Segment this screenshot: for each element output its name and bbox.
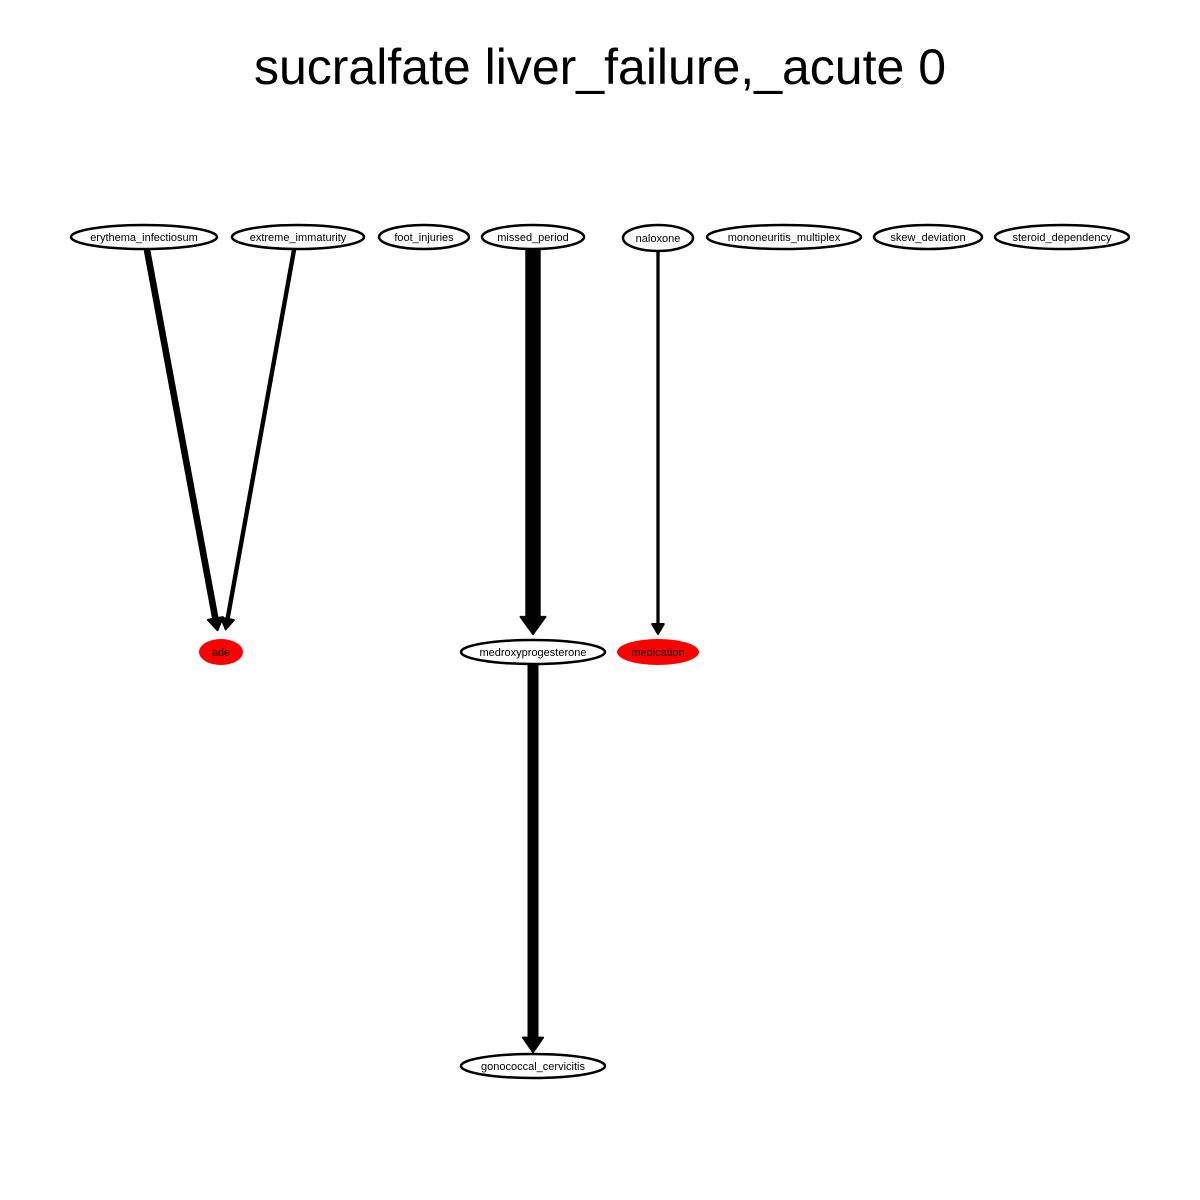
edge-naloxone-to-medication	[651, 250, 665, 635]
edge-medroxyprogesterone-to-gonococcal_cervicitis	[521, 659, 545, 1054]
node-erythema_infectiosum: erythema_infectiosum	[69, 223, 219, 251]
edge-extreme_immaturity-to-ade	[220, 247, 297, 631]
node-ellipse	[69, 223, 219, 251]
node-label: missed_period	[497, 232, 569, 244]
arrow-head-icon	[220, 616, 235, 631]
node-ellipse	[480, 223, 586, 251]
edge-line	[143, 246, 220, 626]
node-label: mononeuritis_multiplex	[728, 232, 841, 244]
node-label: erythema_infectiosum	[90, 232, 198, 244]
node-ellipse	[459, 638, 607, 666]
node-gonococcal_cervicitis: gonococcal_cervicitis	[459, 1052, 607, 1080]
edge-line	[224, 247, 297, 625]
node-medication: medication	[617, 639, 699, 665]
node-ellipse	[199, 639, 243, 665]
node-label: gonococcal_cervicitis	[481, 1061, 585, 1073]
node-ellipse	[621, 223, 695, 253]
node-ade: ade	[199, 639, 243, 665]
node-label: extreme_immaturity	[250, 232, 347, 244]
node-medroxyprogesterone: medroxyprogesterone	[459, 638, 607, 666]
node-skew_deviation: skew_deviation	[872, 223, 984, 251]
node-mononeuritis_multiplex: mononeuritis_multiplex	[705, 223, 863, 251]
node-ellipse	[705, 223, 863, 251]
node-label: medication	[631, 647, 684, 659]
node-label: ade	[212, 647, 230, 659]
edge-erythema_infectiosum-to-ade	[143, 246, 224, 632]
node-label: skew_deviation	[890, 232, 965, 244]
node-label: naloxone	[636, 233, 681, 245]
node-label: medroxyprogesterone	[479, 647, 586, 659]
arrow-head-icon	[521, 1036, 545, 1054]
node-ellipse	[872, 223, 984, 251]
node-label: foot_injuries	[394, 232, 454, 244]
node-ellipse	[993, 223, 1131, 251]
node-ellipse	[377, 223, 471, 251]
arrow-head-icon	[206, 616, 224, 632]
node-extreme_immaturity: extreme_immaturity	[230, 223, 366, 251]
node-ellipse	[459, 1052, 607, 1080]
node-missed_period: missed_period	[480, 223, 586, 251]
graph-edges	[143, 242, 665, 1054]
arrow-head-icon	[519, 615, 547, 636]
arrow-head-icon	[651, 623, 665, 635]
node-foot_injuries: foot_injuries	[377, 223, 471, 251]
edge-missed_period-to-medroxyprogesterone	[519, 242, 547, 636]
node-label: steroid_dependency	[1012, 232, 1112, 244]
node-naloxone: naloxone	[621, 223, 695, 253]
node-ellipse	[617, 639, 699, 665]
graph-nodes: erythema_infectiosum extreme_immaturity fo…	[69, 223, 1131, 1080]
node-steroid_dependency: steroid_dependency	[993, 223, 1131, 251]
node-ellipse	[230, 223, 366, 251]
graph-title: sucralfate liver_failure,_acute 0	[254, 39, 946, 95]
